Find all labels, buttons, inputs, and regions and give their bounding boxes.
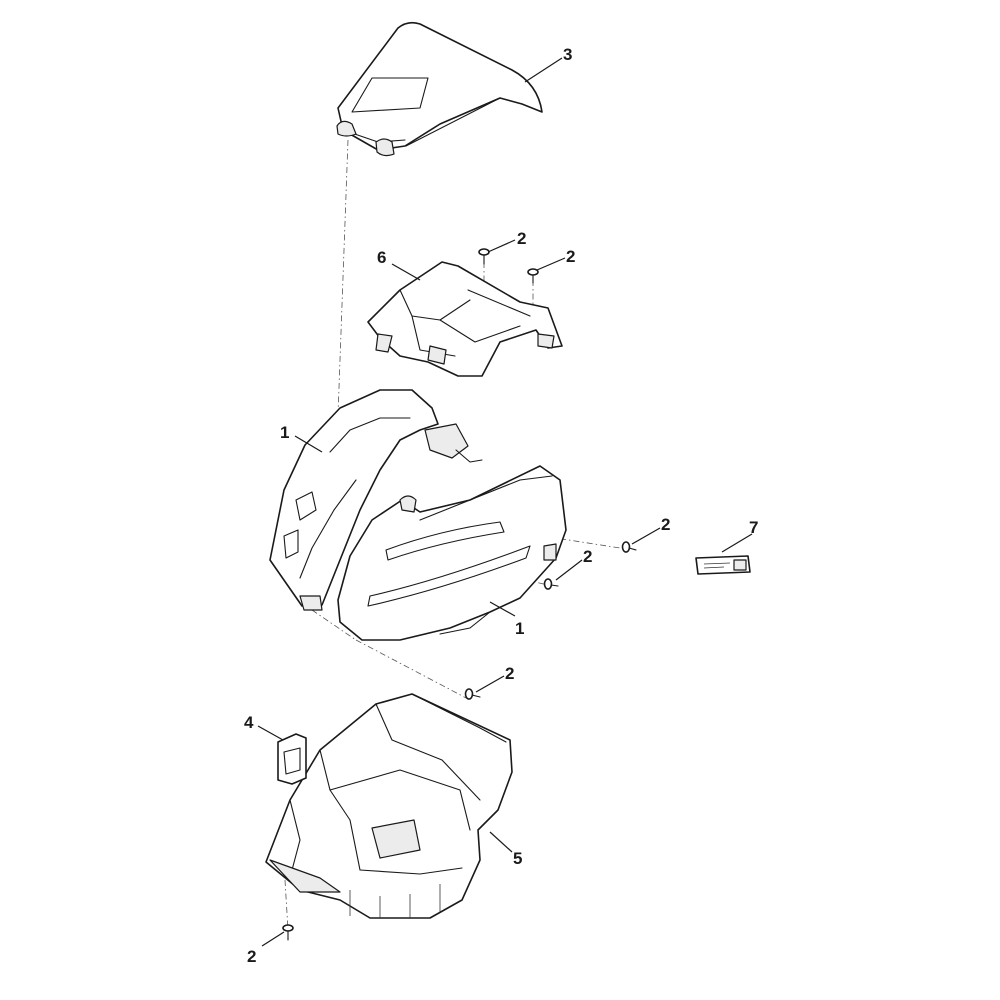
screw-2e xyxy=(464,688,481,700)
callout-7: 7 xyxy=(749,518,758,537)
callout-3: 3 xyxy=(563,45,572,64)
part-1-right-housing xyxy=(337,465,567,641)
callout-2-screw-middle: 2 xyxy=(583,547,592,566)
callout-1-left-housing: 1 xyxy=(280,423,289,442)
callout-2-screw-right: 2 xyxy=(661,515,670,534)
part-6-bracket xyxy=(367,261,563,377)
part-5-base-housing xyxy=(265,693,513,919)
screw-2f xyxy=(282,924,294,941)
leader-lines xyxy=(257,57,753,947)
callout-2-screw-top-right: 2 xyxy=(566,247,575,266)
callout-6: 6 xyxy=(377,248,386,267)
callout-labels: 3 6 2 2 1 1 2 2 7 2 4 5 2 xyxy=(244,45,758,966)
screw-2d xyxy=(543,578,559,590)
callout-4: 4 xyxy=(244,713,254,732)
callout-5: 5 xyxy=(513,849,522,868)
callout-2-screw-lower: 2 xyxy=(505,664,514,683)
callout-1-right-housing: 1 xyxy=(515,619,524,638)
part-4-clip xyxy=(277,733,307,785)
part-3-top-cover xyxy=(336,21,543,157)
screw-2a xyxy=(478,248,490,265)
screw-2c xyxy=(621,541,637,553)
part-7-label xyxy=(695,555,751,575)
callout-2-screw-bottom: 2 xyxy=(247,947,256,966)
screw-2b xyxy=(527,268,539,284)
part-1-left-housing xyxy=(269,389,483,611)
callout-2-screw-top-left: 2 xyxy=(517,229,526,248)
part-2-screws xyxy=(282,248,637,941)
